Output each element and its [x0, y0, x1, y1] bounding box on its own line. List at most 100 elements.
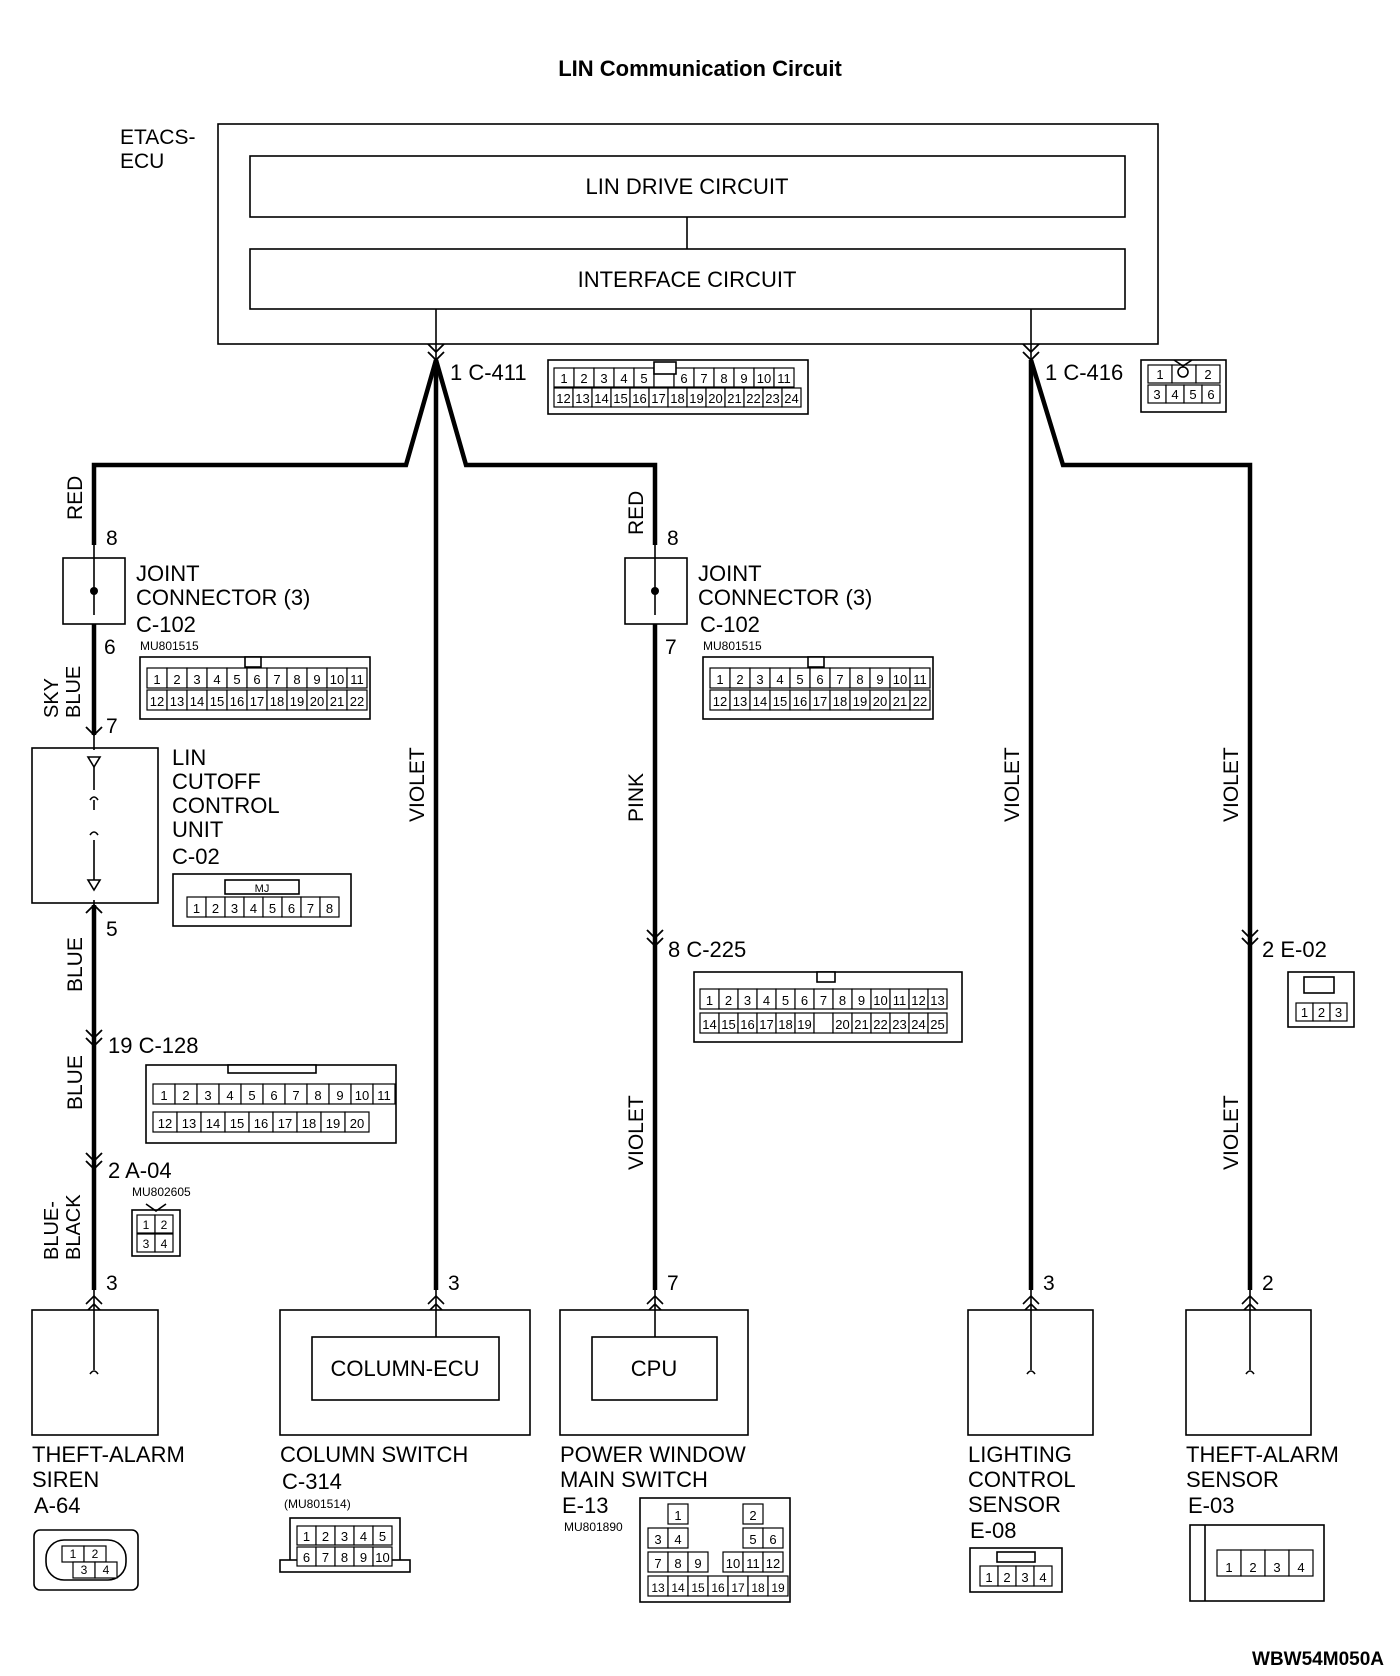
- marker-e02: [1241, 929, 1259, 940]
- c416-pin-number: 5: [1189, 387, 1196, 402]
- red-right-wire-label: RED: [625, 491, 648, 535]
- c02-pin-number: 4: [250, 901, 257, 916]
- pws-cell: [767, 1575, 789, 1597]
- c102-right-pin-number: 22: [913, 694, 927, 709]
- c02-name-line3: CONTROL: [172, 793, 280, 818]
- c225-pin-number: 20: [835, 1017, 849, 1032]
- c102-right-pin-number: 7: [836, 672, 843, 687]
- pws-pin-number: 11: [746, 1556, 760, 1571]
- c102-left-pin-number: 18: [270, 694, 284, 709]
- c225-pin-number: 13: [930, 993, 944, 1008]
- lighting-name-line1: LIGHTING: [968, 1442, 1072, 1467]
- c102-right-pin-number: 15: [773, 694, 787, 709]
- wire-red-left: [91, 359, 439, 545]
- pws-pin-number: 2: [749, 1508, 756, 1523]
- joint-connector-left: RED 8 6 JOINT CONNECTOR (3) C-102 MU8015…: [41, 476, 371, 720]
- c102-right-name-line2: CONNECTOR (3): [698, 585, 872, 610]
- e02-pin-number: 2: [1318, 1005, 1325, 1020]
- pws-pin-number: 4: [674, 1532, 681, 1547]
- c102-right-pin-number: 1: [716, 672, 723, 687]
- c411-pin-number: 15: [613, 391, 627, 406]
- c102-left-pin-number: 20: [310, 694, 324, 709]
- c411-pin-number: 2: [580, 371, 587, 386]
- marker-c225b: [646, 937, 664, 948]
- c102-right-pin-number: 19: [853, 694, 867, 709]
- pws-cpu-label: CPU: [631, 1356, 677, 1381]
- interface-circuit-label: INTERFACE CIRCUIT: [578, 267, 797, 292]
- c102-left-pin-number: 16: [230, 694, 244, 709]
- c128-pin-number: 15: [230, 1116, 244, 1131]
- c416-cell: [1201, 384, 1221, 404]
- c102-right-part: MU801515: [703, 639, 762, 653]
- c02-pin-top: 7: [106, 715, 118, 738]
- c128-pin-number: 18: [302, 1116, 316, 1131]
- marker-c416: [1022, 343, 1040, 354]
- c102-right-pin-number: 17: [813, 694, 827, 709]
- c128-pin-number: 11: [377, 1088, 391, 1103]
- etacs-ecu: ETACS- ECU LIN DRIVE CIRCUIT INTERFACE C…: [120, 123, 1159, 360]
- c416-pin-number: 1: [1156, 367, 1163, 382]
- sensor-pin-number: 1: [1225, 1560, 1232, 1575]
- c128-pin-number: 7: [292, 1088, 299, 1103]
- pws-part: MU801890: [564, 1520, 623, 1534]
- c128-cell: [344, 1111, 370, 1133]
- c128-pin-number: 10: [355, 1088, 369, 1103]
- c02-name-line2: CUTOFF: [172, 769, 261, 794]
- column-switch-pin-number: 8: [341, 1550, 348, 1565]
- c102-right-pin-number: 3: [756, 672, 763, 687]
- c102-right-pin-number: 10: [893, 672, 907, 687]
- c02-pin-number: 7: [307, 901, 314, 916]
- c411-pin-number: 4: [620, 371, 627, 386]
- c416-pin-number: 6: [1207, 387, 1214, 402]
- column-switch-pin-number: 2: [322, 1529, 329, 1544]
- diagram-code: WBW54M050A: [1252, 1649, 1384, 1670]
- c102-left-pin-number: 1: [153, 672, 160, 687]
- c102-left-pin-number: 19: [290, 694, 304, 709]
- c102-left-pin-number: 4: [213, 672, 220, 687]
- c411-pin-number: 9: [740, 371, 747, 386]
- joint-connector-right: RED 8 7 JOINT CONNECTOR (3) C-102 MU8015…: [624, 491, 934, 822]
- c102-right-pin-number: 2: [736, 672, 743, 687]
- pws-pin-number: 12: [766, 1556, 780, 1571]
- c02-code: C-02: [172, 844, 220, 869]
- pws-cell: [687, 1551, 709, 1573]
- c128-pin-number: 5: [248, 1088, 255, 1103]
- marker-c128b: [85, 1037, 103, 1048]
- column-switch-pin-number: 5: [379, 1529, 386, 1544]
- c225-pin-number: 23: [892, 1017, 906, 1032]
- c102-left-cell: [346, 667, 368, 689]
- c411-pin-number: 10: [757, 371, 771, 386]
- c411-pin-number: 21: [727, 391, 741, 406]
- c411-label: 1 C-411: [450, 360, 527, 385]
- marker-a04: [85, 1152, 103, 1163]
- c225-pin-number: 18: [778, 1017, 792, 1032]
- c411-pin-number: 5: [640, 371, 647, 386]
- column-switch-cell: [372, 1546, 393, 1567]
- lighting-code: E-08: [970, 1518, 1016, 1543]
- c225-cell: [927, 988, 948, 1010]
- pws-cell: [742, 1503, 764, 1525]
- violet-pws-label: VIOLET: [625, 1095, 648, 1170]
- c102-left-pin-top: 8: [106, 527, 118, 550]
- c102-left-pin-number: 14: [190, 694, 204, 709]
- c102-right-cell: [909, 667, 931, 689]
- ecu-name-line2: ECU: [120, 150, 164, 173]
- c225-pin-number: 8: [839, 993, 846, 1008]
- c102-right-pin-number: 11: [913, 672, 927, 687]
- c102-left-pin-number: 13: [170, 694, 184, 709]
- a04-cell: [154, 1214, 174, 1234]
- pink-wire-label: PINK: [625, 773, 648, 822]
